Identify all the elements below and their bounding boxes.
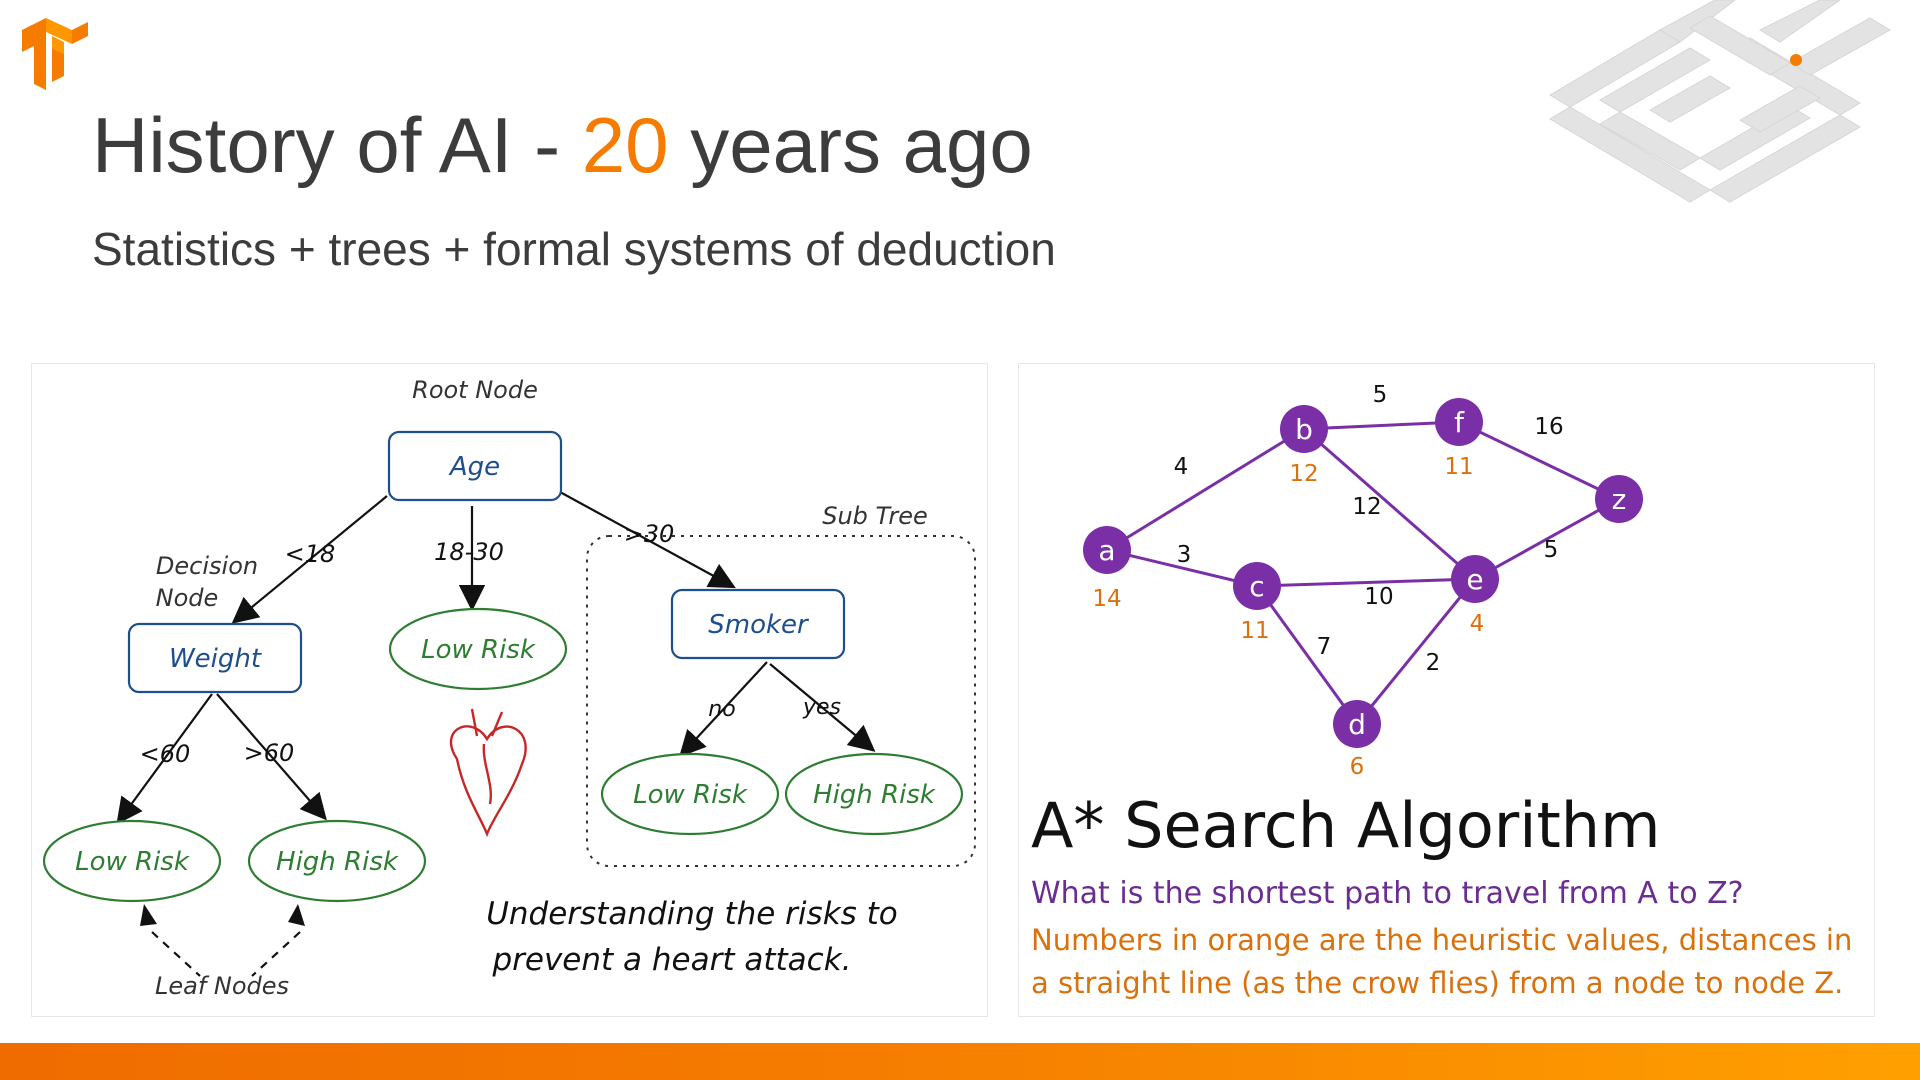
edge-label-lt18: <18 bbox=[285, 540, 336, 568]
leaf-smoker-high-ellipse bbox=[784, 752, 964, 836]
graph-node-z bbox=[1595, 475, 1643, 523]
astar-title: A* Search Algorithm bbox=[1031, 789, 1661, 862]
title-accent-number: 20 bbox=[581, 101, 669, 189]
heuristic-value-d: 6 bbox=[1350, 754, 1365, 780]
graph-node-label-a: a bbox=[1098, 534, 1115, 567]
leaf-mid-low-ellipse bbox=[388, 607, 568, 691]
heuristic-value-b: 12 bbox=[1289, 461, 1318, 487]
graph-edge-a-c bbox=[1106, 548, 1258, 588]
graph-node-a bbox=[1083, 526, 1131, 574]
graph-node-e bbox=[1451, 555, 1499, 603]
graph-node-d bbox=[1333, 700, 1381, 748]
edge-smoker-high bbox=[769, 663, 876, 752]
sub-tree-boundary bbox=[586, 535, 976, 867]
leaf-weight-high-ellipse bbox=[247, 819, 427, 903]
edge-label-no: no bbox=[708, 697, 735, 722]
root-node-label: Root Node bbox=[412, 376, 538, 404]
edge-weight-c-e: 10 bbox=[1364, 584, 1393, 610]
node-weight-text: Weight bbox=[169, 644, 262, 674]
leaf-arrow-head-2 bbox=[288, 904, 305, 926]
edge-leaf-pointer-2 bbox=[251, 931, 301, 977]
leaf-smoker-low-ellipse bbox=[600, 752, 780, 836]
heuristic-value-a: 14 bbox=[1092, 586, 1121, 612]
node-age-text: Age bbox=[448, 452, 500, 482]
edge-age-smoker bbox=[559, 491, 736, 589]
bottom-accent-bar bbox=[0, 1043, 1920, 1080]
graph-node-label-e: e bbox=[1466, 563, 1483, 596]
decision-tree-diagram: Root Node Sub Tree Decision Node Leaf No… bbox=[42, 376, 976, 1000]
heuristic-value-e: 4 bbox=[1470, 611, 1485, 637]
maze-decoration-icon bbox=[1540, 0, 1920, 245]
graph-node-b bbox=[1280, 405, 1328, 453]
graph-node-label-f: f bbox=[1454, 406, 1465, 439]
decision-tree-panel: Root Node Sub Tree Decision Node Leaf No… bbox=[31, 363, 988, 1017]
edge-weight-d-e: 2 bbox=[1426, 650, 1441, 676]
node-weight-box bbox=[127, 622, 303, 694]
graph-edge-d-e bbox=[1355, 578, 1477, 725]
edge-weight-b-e: 12 bbox=[1352, 494, 1381, 520]
graph-edge-b-e bbox=[1303, 427, 1476, 581]
graph-node-c bbox=[1233, 562, 1281, 610]
edge-label-lt60: <60 bbox=[140, 740, 191, 768]
graph-edge-a-b bbox=[1106, 427, 1305, 552]
edge-smoker-low bbox=[679, 661, 768, 758]
graph-edge-f-z bbox=[1458, 420, 1620, 501]
edge-label-gt30: >30 bbox=[624, 520, 675, 548]
title-prefix: History of AI - bbox=[92, 101, 582, 189]
node-smoker-box bbox=[670, 588, 846, 660]
leaf-smoker-high-text: High Risk bbox=[813, 780, 936, 810]
heart-icon bbox=[449, 708, 527, 838]
graph-edge-c-d bbox=[1255, 585, 1359, 725]
heuristic-value-f: 11 bbox=[1444, 454, 1473, 480]
graph-node-label-d: d bbox=[1348, 708, 1366, 741]
edge-weight-high bbox=[216, 693, 327, 821]
astar-graph: 4 5 16 12 3 10 5 7 2 a 14 b 12 f 11 z c 11 e 4 d 6 bbox=[1083, 382, 1643, 780]
graph-node-label-c: c bbox=[1249, 570, 1264, 603]
node-age-box bbox=[387, 430, 563, 502]
edge-label-gt60: >60 bbox=[244, 739, 295, 767]
sub-tree-label: Sub Tree bbox=[822, 502, 928, 530]
caption-line2: prevent a heart attack. bbox=[491, 942, 851, 978]
heuristic-value-c: 11 bbox=[1240, 618, 1269, 644]
edge-leaf-pointer-1 bbox=[151, 931, 201, 977]
leaf-weight-low-text: Low Risk bbox=[75, 847, 190, 877]
graph-edge-c-e bbox=[1256, 577, 1476, 588]
graph-node-label-z: z bbox=[1612, 483, 1627, 516]
edge-label-18-30: 18-30 bbox=[434, 538, 504, 566]
leaf-mid-low-text: Low Risk bbox=[421, 635, 536, 665]
leaf-weight-high-text: High Risk bbox=[276, 847, 399, 877]
slide-title: History of AI - 20 years ago bbox=[92, 100, 1033, 191]
edge-weight-f-z: 16 bbox=[1534, 414, 1563, 440]
leaf-nodes-label: Leaf Nodes bbox=[155, 972, 289, 1000]
edge-age-weight bbox=[231, 495, 388, 624]
astar-graph-panel: 4 5 16 12 3 10 5 7 2 a 14 b 12 f 11 z c 11 e 4 d 6 A* Search… bbox=[1018, 363, 1875, 1017]
tensorflow-logo-icon bbox=[20, 18, 90, 95]
edge-weight-e-z: 5 bbox=[1544, 537, 1559, 563]
leaf-weight-low-ellipse bbox=[42, 819, 222, 903]
edge-weight-b-f: 5 bbox=[1373, 382, 1388, 408]
node-smoker-text: Smoker bbox=[708, 610, 810, 640]
graph-edge-e-z bbox=[1474, 497, 1620, 581]
edge-label-yes: yes bbox=[802, 695, 841, 720]
edge-weight-c-d: 7 bbox=[1317, 634, 1332, 660]
graph-edge-b-f bbox=[1303, 420, 1460, 431]
graph-node-label-b: b bbox=[1295, 413, 1313, 446]
leaf-arrow-head-1 bbox=[140, 904, 157, 926]
slide-subtitle: Statistics + trees + formal systems of d… bbox=[92, 223, 1056, 275]
edge-weight-a-c: 3 bbox=[1177, 542, 1192, 568]
edge-weight-a-b: 4 bbox=[1174, 454, 1189, 480]
graph-node-f bbox=[1435, 398, 1483, 446]
decision-node-label-line1: Decision bbox=[156, 552, 258, 580]
astar-question: What is the shortest path to travel from… bbox=[1031, 876, 1744, 911]
caption-line1: Understanding the risks to bbox=[486, 896, 898, 932]
leaf-smoker-low-text: Low Risk bbox=[633, 780, 748, 810]
edge-weight-low bbox=[116, 693, 213, 825]
title-suffix: years ago bbox=[668, 101, 1033, 189]
astar-heuristic-note: Numbers in orange are the heuristic valu… bbox=[1031, 923, 1853, 1000]
decision-node-label-line2: Node bbox=[156, 584, 219, 612]
